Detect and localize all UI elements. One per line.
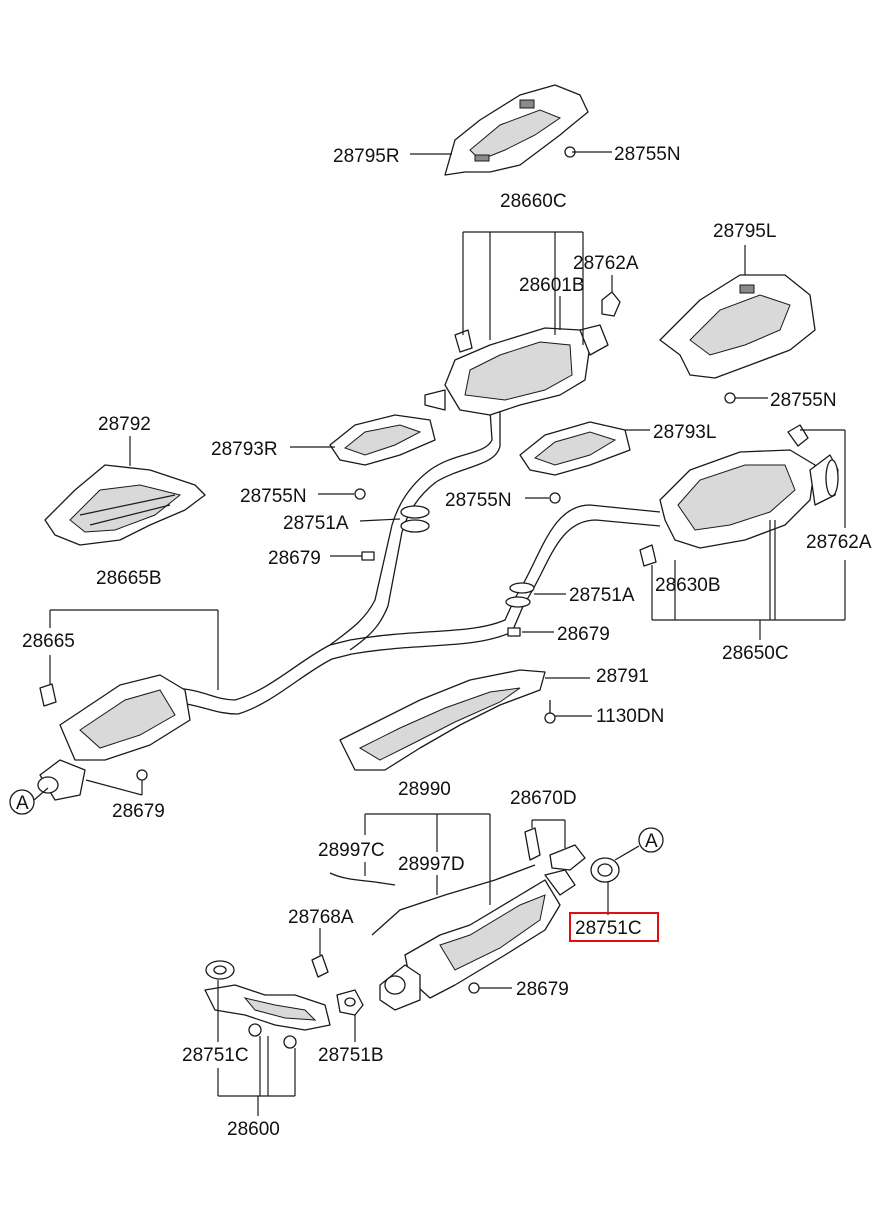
label-28665B: 28665B — [96, 568, 162, 589]
label-28751A-right: 28751A — [569, 585, 635, 606]
label-28762A-right: 28762A — [806, 532, 872, 553]
nut-28755N-mid — [549, 492, 561, 504]
clamp-28679-mid — [507, 627, 521, 637]
hanger-rubber-28665 — [39, 683, 57, 707]
label-28679-mid: 28679 — [557, 624, 610, 645]
heat-shield-28795R — [444, 84, 589, 176]
hanger-rubber-28762A-top — [601, 291, 621, 317]
label-28601B: 28601B — [519, 275, 585, 296]
heat-shield-28795L — [659, 274, 816, 379]
label-28630B: 28630B — [655, 575, 721, 596]
label-28751B: 28751B — [318, 1045, 384, 1066]
catalytic-converter-28990 — [379, 869, 576, 1011]
label-28990: 28990 — [398, 779, 451, 800]
hanger-left-28660C — [454, 329, 473, 353]
label-28795L: 28795L — [713, 221, 776, 242]
label-1130DN: 1130DN — [596, 706, 664, 727]
label-28751C-right: 28751C — [575, 918, 642, 939]
main-exhaust-pipe — [174, 409, 661, 715]
gasket-28751A-left — [400, 505, 430, 533]
label-28755N-mid: 28755N — [445, 490, 512, 511]
label-28755N-right: 28755N — [770, 390, 837, 411]
label-28793L: 28793L — [653, 422, 716, 443]
label-a-right: A — [645, 831, 658, 852]
label-28997D: 28997D — [398, 854, 465, 875]
nut-28755N-left — [354, 488, 366, 500]
part-labels: 28795R 28755N 28660C 28762A 28601B 28795… — [16, 144, 872, 1140]
label-28997C: 28997C — [318, 840, 385, 861]
label-28670D: 28670D — [510, 788, 577, 809]
center-muffler-28601B — [424, 324, 609, 416]
gasket-28751B — [336, 989, 364, 1016]
reference-circle-a-left — [9, 787, 49, 815]
rear-muffler-28650C — [659, 449, 839, 549]
sensor-wire-28997D — [371, 864, 536, 936]
gasket-28751C-right — [590, 857, 620, 883]
clamp-28679-left — [361, 551, 375, 561]
label-28791: 28791 — [596, 666, 649, 687]
highlight-box — [569, 912, 659, 942]
label-28762A-top: 28762A — [573, 253, 639, 274]
label-28650C: 28650C — [722, 643, 789, 664]
label-28755N-top: 28755N — [614, 144, 681, 165]
label-a-left: A — [16, 793, 29, 814]
clamp-28679-bottom — [468, 982, 480, 994]
label-28679-bottom: 28679 — [516, 979, 569, 1000]
front-pipe-28600 — [204, 960, 331, 1049]
label-28755N-left: 28755N — [240, 486, 307, 507]
label-28793R: 28793R — [211, 439, 278, 460]
reference-circle-a-right — [614, 827, 664, 861]
front-muffler-28665B — [37, 674, 191, 801]
label-28751A-left: 28751A — [283, 513, 349, 534]
clamp-28679-bottomleft — [136, 769, 148, 781]
leader-lines — [49, 151, 846, 1116]
label-28795R: 28795R — [333, 146, 400, 167]
hanger-rubber-28762A-right — [787, 424, 809, 447]
heat-shield-28792 — [44, 464, 206, 546]
nut-28755N-right — [724, 392, 736, 404]
bolt-1130DN — [544, 700, 556, 724]
heat-shield-28793R — [329, 414, 436, 466]
hanger-bracket-28670D — [524, 827, 586, 871]
label-28768A: 28768A — [288, 907, 354, 928]
gasket-28751A-right — [505, 582, 535, 608]
heat-shield-28793L — [519, 421, 631, 476]
label-28792: 28792 — [98, 414, 151, 435]
sensor-wire-28997C — [329, 872, 396, 886]
label-28679-bottomleft: 28679 — [112, 801, 165, 822]
label-28600: 28600 — [227, 1119, 280, 1140]
label-28751C-left: 28751C — [182, 1045, 249, 1066]
hanger-rubber-28768A — [311, 954, 329, 978]
label-28665: 28665 — [22, 631, 75, 652]
label-28679-left: 28679 — [268, 548, 321, 569]
hanger-rubber-28630B — [639, 544, 657, 567]
heat-shield-28791 — [339, 669, 546, 771]
label-28660C: 28660C — [500, 191, 567, 212]
